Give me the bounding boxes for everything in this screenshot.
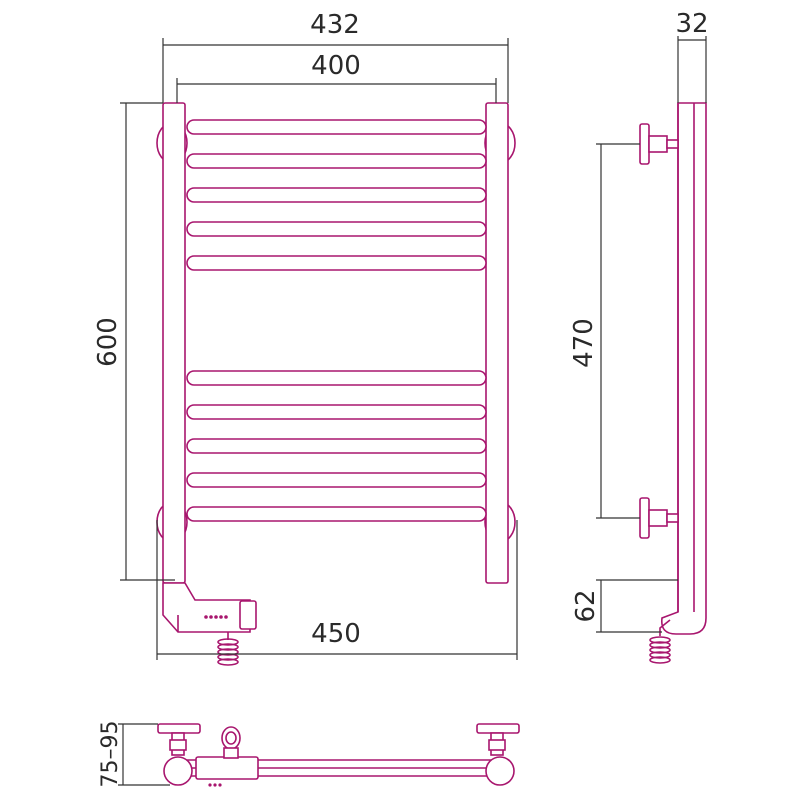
wall-bracket-top-left: [157, 723, 201, 756]
dimension-470: 470: [569, 143, 640, 519]
left-upright: [162, 102, 186, 584]
rung-6: [186, 370, 487, 386]
rungs: [186, 119, 487, 522]
wall-bracket-side-bottom: [639, 497, 679, 539]
rung-5: [186, 255, 487, 271]
rung-7: [186, 404, 487, 420]
top-end-cap-right: [485, 756, 515, 786]
dimension-62-label: 62: [571, 589, 601, 622]
dimension-400: 400: [176, 51, 497, 103]
control-indicator-dots: [204, 615, 228, 619]
dimension-470-label: 470: [569, 318, 599, 368]
dimension-450: 450: [156, 520, 518, 660]
dimension-450-label: 450: [311, 619, 361, 649]
side-view: 32 470 62: [569, 9, 709, 664]
dimension-62: 62: [571, 579, 678, 633]
top-view: 75–95: [98, 721, 520, 788]
side-pipe: [660, 102, 707, 635]
dimension-432: 432: [162, 10, 509, 103]
rung-4: [186, 221, 487, 237]
rung-2: [186, 153, 487, 169]
rung-3: [186, 187, 487, 203]
top-end-cap-left: [163, 756, 193, 786]
dimension-600: 600: [93, 102, 175, 581]
power-cord-coil-front: [217, 632, 239, 666]
dimension-32: 32: [675, 9, 709, 103]
rung-8: [186, 438, 487, 454]
rung-9: [186, 472, 487, 488]
dimension-75-95-label: 75–95: [98, 721, 123, 788]
right-upright: [485, 102, 509, 584]
dimension-75-95: 75–95: [98, 721, 170, 788]
dimension-32-label: 32: [675, 9, 708, 39]
power-cord-coil-side: [649, 619, 671, 664]
dimension-600-label: 600: [93, 317, 123, 367]
dimension-400-label: 400: [311, 51, 361, 81]
front-view: 432 400 600 450: [93, 10, 518, 666]
heating-element-housing: [162, 582, 257, 633]
rung-1: [186, 119, 487, 135]
wall-bracket-side-top: [639, 123, 679, 165]
heating-element-top: [195, 726, 259, 787]
rung-10: [186, 506, 487, 522]
dimension-432-label: 432: [310, 10, 360, 40]
wall-bracket-top-right: [476, 723, 520, 756]
